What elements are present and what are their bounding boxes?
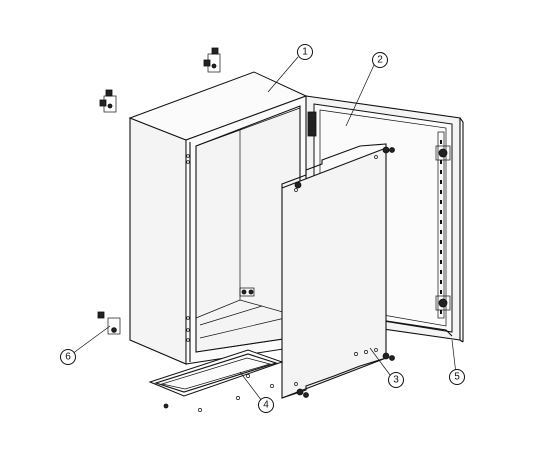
gland-gasket: [154, 353, 278, 393]
gland-plate-outer: [148, 349, 284, 397]
door-slot: [440, 240, 442, 244]
door-slot: [440, 210, 442, 214]
callout-3-label: 3: [393, 375, 399, 386]
callout-6-label: 6: [65, 352, 71, 363]
door-slot: [440, 310, 442, 314]
gland-screws: [163, 374, 274, 412]
door-slot: [440, 140, 442, 144]
door-slot: [440, 280, 442, 284]
mounting-plate: [281, 143, 395, 399]
door-lock-bottom: [435, 295, 451, 311]
callout-5: 5: [449, 369, 465, 385]
inner-bracket: [239, 287, 255, 297]
callout-4: 4: [258, 397, 274, 413]
door-lock-top: [435, 145, 451, 161]
door-slot: [440, 290, 442, 294]
callout-1-label: 1: [302, 47, 308, 58]
enclosure-body: [128, 71, 308, 365]
door-hinge-top: [307, 111, 317, 137]
door-slot: [440, 160, 442, 164]
door-slot: [440, 270, 442, 274]
door-slot: [440, 190, 442, 194]
door-slot: [440, 170, 442, 174]
gland-plate: [148, 349, 284, 412]
door-slot: [440, 220, 442, 224]
wall-bracket-lower-left: [97, 311, 121, 335]
callout-3: 3: [388, 372, 404, 388]
wall-bracket-upper-left: [99, 89, 117, 113]
callout-4-label: 4: [263, 400, 269, 411]
wall-bracket-top: [203, 47, 221, 73]
plate-nuts: [294, 146, 395, 398]
callout-6: 6: [60, 349, 76, 365]
callout-2-label: 2: [377, 55, 383, 66]
callout-5-label: 5: [454, 372, 460, 383]
door-slot: [440, 180, 442, 184]
callout-2: 2: [372, 52, 388, 68]
door-slot: [440, 200, 442, 204]
door-slot: [440, 250, 442, 254]
door-slot: [440, 230, 442, 234]
enclosure-left-side: [129, 117, 187, 365]
door-slot: [440, 260, 442, 264]
leader-lines: [71, 56, 457, 402]
callout-1: 1: [297, 44, 313, 60]
enclosure-flange-holes: [186, 154, 190, 342]
